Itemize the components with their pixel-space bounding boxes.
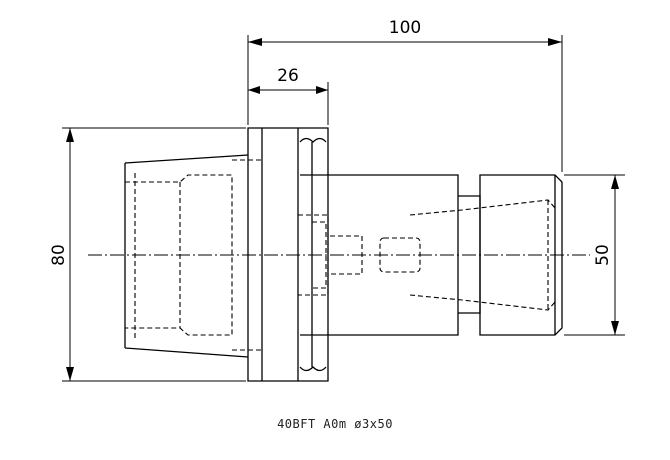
dimension-flange-length: 26 — [248, 66, 329, 125]
dimension-nose-diameter: 50 — [564, 174, 625, 336]
dimension-body-diameter: 80 — [49, 127, 246, 382]
dimension-label-26: 26 — [277, 66, 299, 86]
dimension-overall-length: 100 — [247, 18, 563, 172]
dimension-label-100: 100 — [389, 18, 421, 38]
drawing-caption: 40BFT A0m ø3x50 — [277, 417, 393, 431]
dimension-label-80: 80 — [49, 244, 69, 266]
dimension-label-50: 50 — [593, 244, 613, 266]
